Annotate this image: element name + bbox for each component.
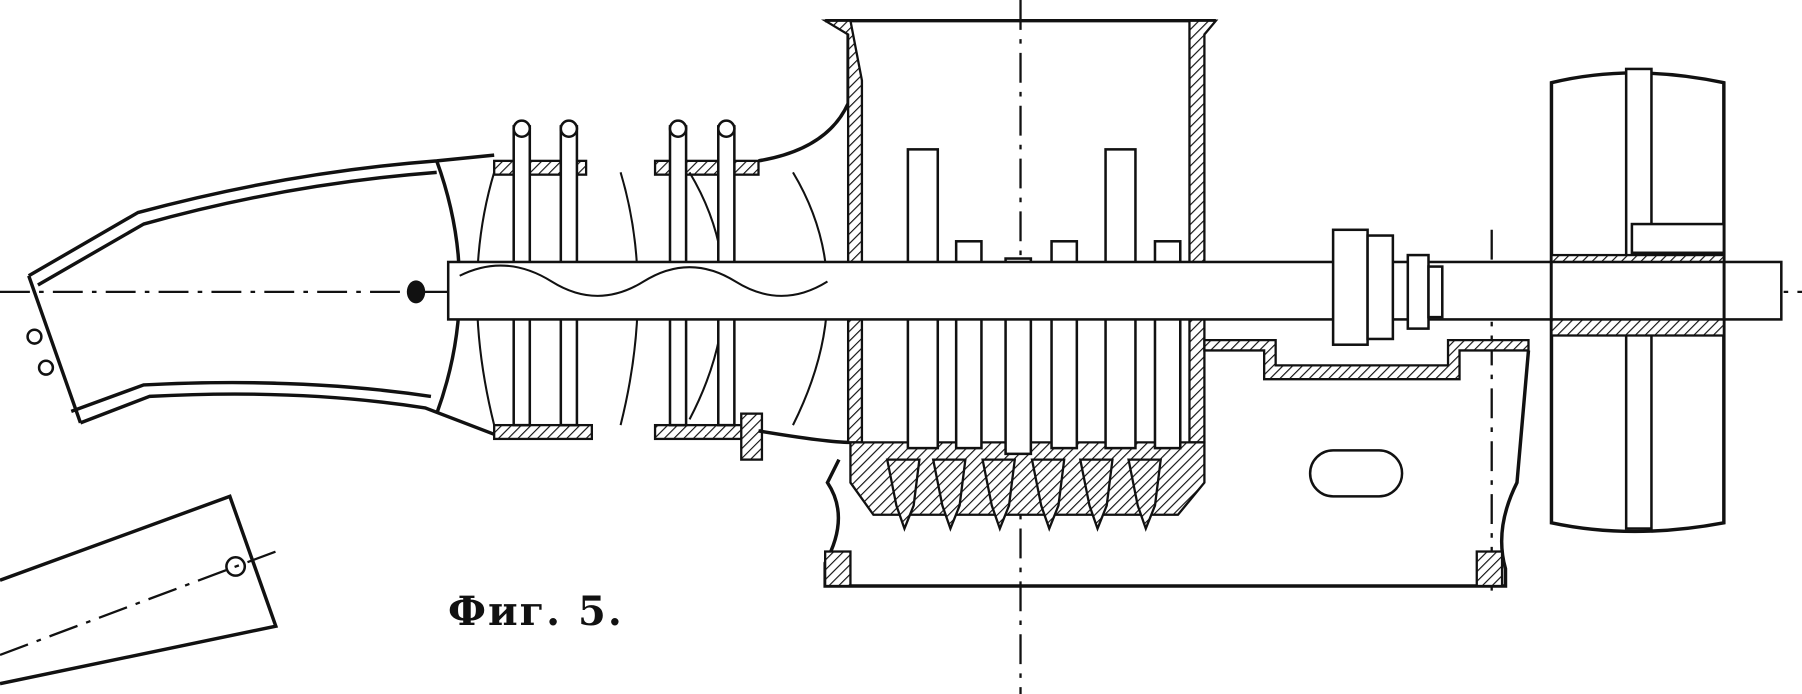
shaft-coupling [1331,228,1444,346]
worm-housing [435,34,851,461]
figure-caption: Фиг. 5. [448,588,624,635]
base-frame [823,338,1531,588]
drive-pulley [1549,67,1726,534]
detail-plate [0,494,279,686]
inlet-pipe [26,153,495,436]
nozzles [885,458,1163,532]
